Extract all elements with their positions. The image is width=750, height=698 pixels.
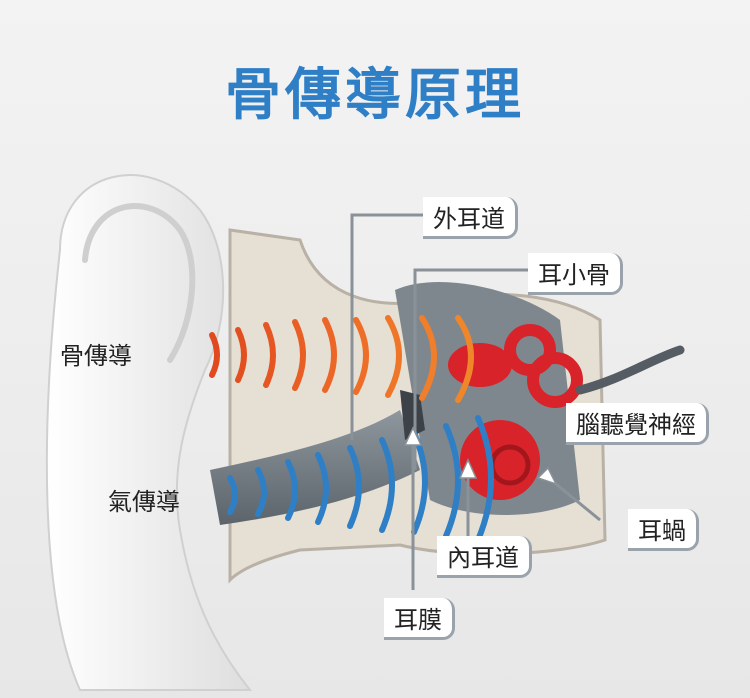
pinna-helix (82, 203, 196, 363)
nerve (575, 345, 685, 395)
label-auditory-nerve: 腦聽覺神經 (566, 403, 709, 445)
label-outer-canal: 外耳道 (423, 197, 518, 239)
pinna-shape (45, 174, 253, 691)
ossicle (400, 390, 425, 440)
label-air-conduction: 氣傳導 (108, 488, 180, 516)
bone-waves (209, 315, 474, 403)
page-title: 骨傳導原理 (225, 63, 525, 128)
label-cochlea: 耳蝸 (628, 509, 699, 551)
label-ossicles: 耳小骨 (528, 253, 623, 295)
arrowheads (403, 426, 558, 486)
cochlea-group (448, 324, 583, 500)
label-inner-canal: 內耳道 (437, 536, 532, 578)
label-eardrum: 耳膜 (384, 598, 455, 640)
air-waves (227, 415, 494, 543)
label-bone-conduction: 骨傳導 (60, 342, 132, 370)
